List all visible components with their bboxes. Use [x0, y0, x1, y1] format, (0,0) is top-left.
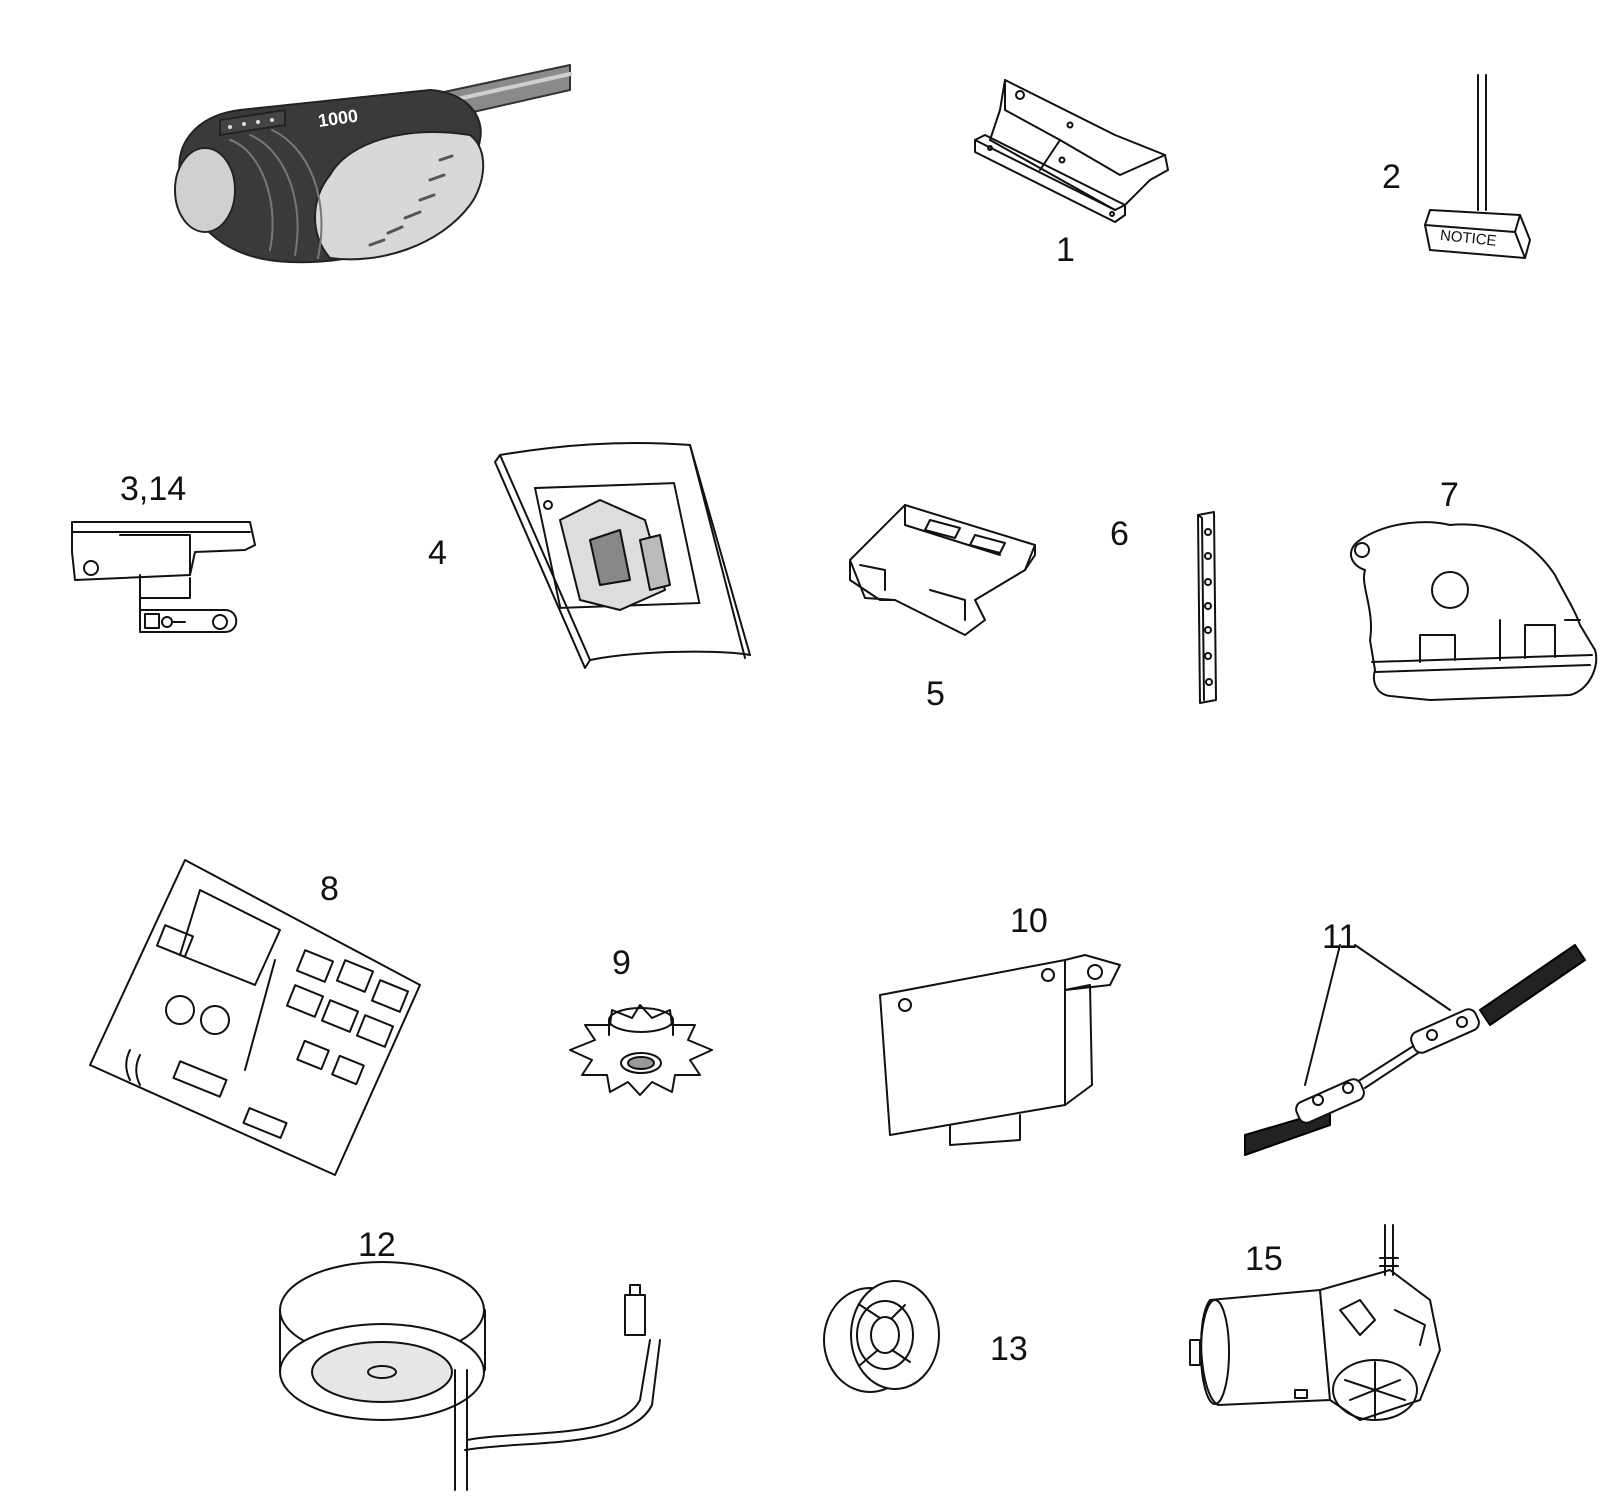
label-7: 7	[1440, 476, 1459, 514]
label-1: 1	[1056, 231, 1075, 269]
label-11: 11	[1322, 918, 1357, 956]
label-5: 5	[926, 675, 945, 713]
part-15-gear-motor	[1189, 1224, 1441, 1421]
label-4: 4	[428, 534, 447, 572]
part-7-housing	[1350, 521, 1598, 701]
part-13-pulley	[823, 1280, 940, 1393]
label-15: 15	[1245, 1240, 1283, 1278]
label-13: 13	[990, 1330, 1028, 1368]
part-5-clip	[849, 504, 1036, 636]
part-9-sprocket	[569, 1004, 713, 1096]
part-12-motor-capacitor	[279, 1261, 661, 1491]
part-4-package	[494, 442, 751, 669]
part-11-chain-connector	[1244, 944, 1586, 1156]
label-6: 6	[1110, 515, 1129, 553]
label-12: 12	[358, 1226, 396, 1264]
label-10: 10	[1010, 902, 1048, 940]
part-6-strip	[1197, 511, 1217, 704]
part-10-plate	[879, 954, 1121, 1146]
garage-door-opener: 1000	[174, 64, 572, 264]
part-1-bracket	[974, 79, 1169, 223]
label-9: 9	[612, 944, 631, 982]
part-2-notice-tag: NOTICE	[1424, 74, 1531, 259]
label-3-14: 3,14	[120, 470, 186, 508]
label-2: 2	[1382, 158, 1401, 196]
part-3-14-trolley	[71, 521, 256, 633]
label-8: 8	[320, 870, 339, 908]
part-8-circuit-board	[89, 859, 421, 1176]
notice-tag-text: NOTICE	[1439, 227, 1497, 250]
